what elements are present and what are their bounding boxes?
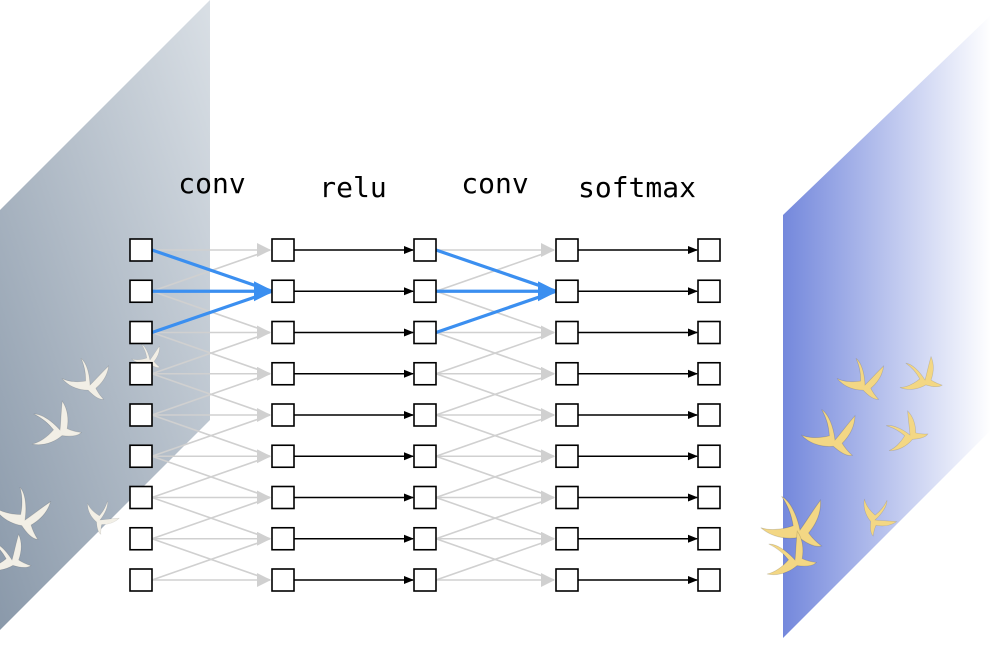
conv-edge: [435, 372, 555, 416]
bird-shape: [61, 358, 110, 400]
output-bird-5: [766, 530, 818, 576]
node-col2-row1: [413, 279, 437, 304]
bird-shape: [0, 533, 32, 571]
node-col4-row1: [697, 279, 721, 304]
output-bird-1: [899, 355, 943, 390]
bird-shape: [836, 358, 885, 400]
output-bird-0: [836, 358, 885, 400]
highlighted-edge: [151, 289, 273, 335]
node-col2-row4: [413, 403, 437, 427]
bird-shape: [801, 409, 856, 456]
nodes-layer: [129, 238, 721, 592]
node-col1-row2: [271, 320, 295, 345]
output-bird-2: [801, 409, 856, 456]
node-col0-row3: [129, 361, 153, 386]
input-bird-2: [0, 486, 52, 540]
bird-shape: [87, 500, 120, 535]
node-col1-row6: [271, 485, 295, 510]
node-col0-row0: [129, 238, 153, 262]
node-col3-row0: [555, 238, 579, 262]
output-bird-3: [886, 410, 929, 451]
node-col3-row5: [555, 444, 579, 469]
node-col1-row1: [271, 279, 295, 304]
node-col1-row5: [271, 444, 295, 469]
node-col0-row8: [129, 568, 153, 592]
conv-edge: [151, 496, 271, 540]
bird-shape: [899, 355, 943, 390]
bird-shape: [863, 498, 898, 537]
bird-shape: [886, 410, 929, 451]
node-col3-row2: [555, 320, 579, 345]
highlighted-edge: [435, 248, 557, 293]
node-col4-row0: [697, 238, 721, 262]
node-col0-row6: [129, 485, 153, 510]
node-col1-row7: [271, 526, 295, 551]
node-col2-row3: [413, 361, 437, 386]
node-col0-row5: [129, 444, 153, 469]
output-segmentation-panel: [760, 15, 991, 638]
node-col4-row5: [697, 444, 721, 469]
highlighted-edge: [151, 248, 273, 293]
node-col4-row6: [697, 485, 721, 510]
node-col3-row1: [555, 279, 579, 304]
conv-edge: [435, 496, 555, 540]
node-col2-row6: [413, 485, 437, 510]
node-col2-row0: [413, 238, 437, 262]
conv-edge: [151, 331, 271, 375]
layer-label-conv-2: conv: [461, 167, 528, 200]
node-col3-row3: [555, 361, 579, 386]
node-col3-row6: [555, 485, 579, 510]
conv-edge: [151, 372, 271, 416]
node-col3-row7: [555, 526, 579, 551]
conv-edge: [435, 414, 555, 458]
node-col2-row2: [413, 320, 437, 345]
node-col0-row1: [129, 279, 153, 304]
node-col2-row5: [413, 444, 437, 469]
conv-edge: [435, 537, 555, 581]
left-birds-group: [0, 344, 161, 571]
highlighted-edge: [435, 289, 557, 335]
conv-edge: [151, 414, 271, 458]
layer-label-relu: relu: [319, 171, 386, 204]
node-col0-row4: [129, 403, 153, 427]
input-bird-0: [61, 358, 110, 400]
input-bird-1: [31, 400, 83, 446]
node-col1-row3: [271, 361, 295, 386]
node-col1-row8: [271, 568, 295, 592]
node-col3-row4: [555, 403, 579, 427]
node-col4-row3: [697, 361, 721, 386]
input-image-panel: [0, 0, 210, 630]
layer-label-softmax: softmax: [578, 171, 696, 204]
node-col0-row2: [129, 320, 153, 345]
conv-edge: [151, 455, 271, 499]
input-bird-4: [87, 500, 120, 535]
input-panel-background: [0, 0, 210, 630]
node-col4-row7: [697, 526, 721, 551]
bird-shape: [31, 400, 83, 446]
node-col4-row2: [697, 320, 721, 345]
node-col0-row7: [129, 526, 153, 551]
node-col4-row8: [697, 568, 721, 592]
output-panel-background: [783, 15, 991, 638]
node-col2-row8: [413, 568, 437, 592]
input-bird-3: [0, 533, 32, 571]
conv-edge: [151, 537, 271, 581]
layer-label-conv-1: conv: [178, 167, 245, 200]
bird-shape: [766, 530, 818, 576]
conv-edge: [435, 331, 555, 375]
output-bird-6: [863, 498, 898, 537]
right-birds-group: [760, 355, 943, 576]
bird-shape: [0, 486, 52, 540]
node-col4-row4: [697, 403, 721, 427]
node-col1-row0: [271, 238, 295, 262]
node-col1-row4: [271, 403, 295, 427]
node-col2-row7: [413, 526, 437, 551]
highlighted-edges-layer: [151, 248, 558, 335]
conv-edge: [435, 455, 555, 499]
node-col3-row8: [555, 568, 579, 592]
